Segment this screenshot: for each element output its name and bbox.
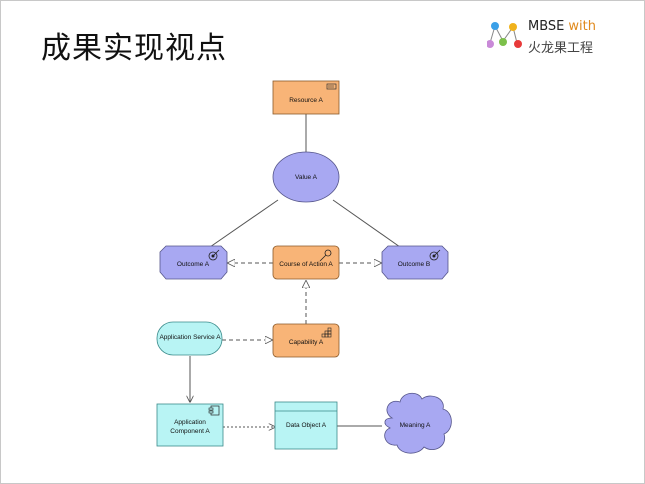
resource-icon	[326, 83, 337, 90]
edge-value-outcome-a	[209, 199, 279, 248]
meaning-label: Meaning A	[400, 422, 431, 429]
logo-dot-green	[499, 38, 507, 46]
target-icon	[429, 249, 441, 261]
capability-label: Capability A	[289, 339, 324, 346]
application-service-label: Application Service A	[159, 334, 221, 341]
edge-value-outcome-b	[332, 199, 401, 248]
logo-dot-blue	[491, 22, 499, 30]
brand-mbse: MBSE	[528, 19, 565, 34]
data-object-node[interactable]: Data Object A	[274, 401, 338, 450]
meaning-node[interactable]: Meaning A	[384, 392, 452, 454]
outcome-a-label: Outcome A	[177, 261, 210, 268]
capability-icon	[321, 327, 332, 338]
logo-dot-red	[514, 40, 522, 48]
value-node[interactable]: Value A	[272, 151, 340, 203]
logo-dot-purple	[487, 40, 494, 48]
application-service-node[interactable]: Application Service A	[156, 321, 223, 356]
outcome-b-node[interactable]: Outcome B	[381, 245, 449, 280]
data-object-label: Data Object A	[286, 422, 327, 429]
resource-node[interactable]: Resource A	[272, 80, 340, 115]
logo	[487, 22, 522, 48]
outcome-a-node[interactable]: Outcome A	[159, 245, 228, 280]
application-component-label-1: Application	[174, 419, 206, 426]
component-icon	[208, 405, 220, 416]
capability-node[interactable]: Capability A	[272, 323, 340, 358]
course-of-action-node[interactable]: Course of Action A	[272, 245, 340, 280]
course-of-action-label: Course of Action A	[279, 261, 333, 268]
brand-subtitle: 火龙果工程	[528, 41, 594, 56]
page-title: 成果实现视点	[41, 31, 227, 66]
brand-with: with	[568, 19, 596, 34]
target-icon	[208, 249, 220, 261]
application-component-label-2: Component A	[170, 428, 210, 435]
resource-label: Resource A	[289, 97, 323, 104]
logo-dot-yellow	[509, 23, 517, 31]
value-label: Value A	[295, 174, 318, 181]
application-component-node[interactable]: Application Component A	[156, 403, 224, 447]
course-of-action-icon	[319, 249, 332, 262]
outcome-b-label: Outcome B	[398, 261, 431, 268]
